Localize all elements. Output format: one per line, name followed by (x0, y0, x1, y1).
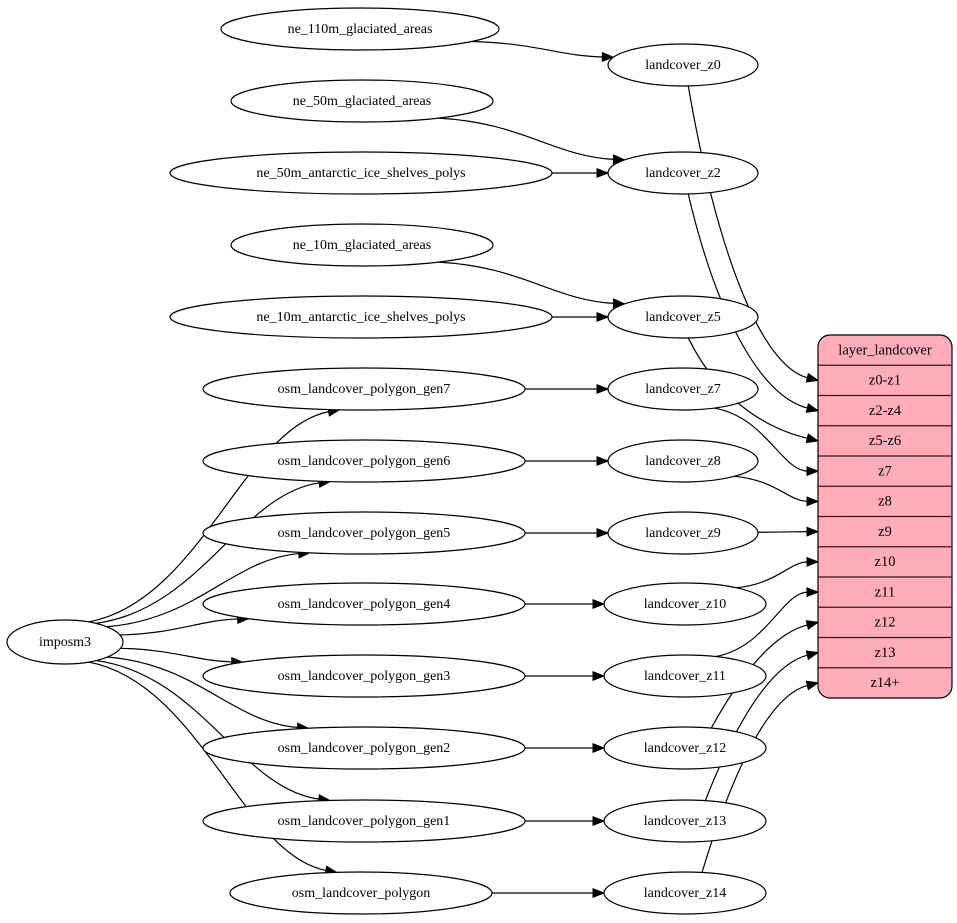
node-osm_landcover_polygon_gen7[interactable]: osm_landcover_polygon_gen7 (202, 367, 526, 411)
edge-landcover_z7-to-layer_landcover-z7 (714, 407, 820, 477)
osm-source-label: osm_landcover_polygon_gen4 (278, 597, 451, 612)
node-osm_landcover_polygon_gen6[interactable]: osm_landcover_polygon_gen6 (202, 439, 526, 483)
ne-source-label: ne_50m_glaciated_areas (293, 94, 431, 109)
node-imposm3[interactable]: imposm3 (6, 619, 124, 665)
table-row-label: z9 (878, 524, 892, 540)
landcover-zoom-label: landcover_z10 (644, 597, 726, 612)
table-row-label: z2-z4 (869, 403, 902, 419)
node-landcover_z0[interactable]: landcover_z0 (607, 43, 759, 87)
ne-source-label: ne_10m_antarctic_ice_shelves_polys (256, 310, 465, 325)
table-row-label: z13 (875, 645, 896, 661)
node-landcover_z12[interactable]: landcover_z12 (603, 726, 767, 770)
node-osm_landcover_polygon[interactable]: osm_landcover_polygon (229, 871, 493, 915)
node-osm_landcover_polygon_gen5[interactable]: osm_landcover_polygon_gen5 (202, 511, 526, 555)
edge-ne_10m_antarctic_ice_shelves_polys-to-landcover_z5 (552, 311, 610, 323)
ne-source-label: ne_10m_glaciated_areas (293, 238, 431, 253)
node-osm_landcover_polygon_gen1[interactable]: osm_landcover_polygon_gen1 (202, 799, 526, 843)
edge-landcover_z10-to-layer_landcover-z10 (736, 556, 820, 589)
node-landcover_z13[interactable]: landcover_z13 (603, 799, 767, 843)
edge-ne_110m_glaciated_areas-to-landcover_z0 (471, 40, 615, 62)
edge-osm_landcover_polygon_gen2-to-landcover_z12 (524, 742, 606, 754)
landcover-zoom-label: landcover_z2 (645, 166, 720, 181)
edge-osm_landcover_polygon_gen7-to-landcover_z7 (525, 383, 610, 395)
edge-osm_landcover_polygon-to-landcover_z14 (491, 887, 606, 899)
node-landcover_z7[interactable]: landcover_z7 (607, 367, 759, 411)
landcover-zoom-label: landcover_z7 (645, 382, 720, 397)
node-ne_10m_glaciated_areas[interactable]: ne_10m_glaciated_areas (230, 223, 494, 267)
table-node-layer-landcover[interactable]: layer_landcover z0-z1 z2-z4 z5-z6 z7 z8 z9 z10 z… (817, 334, 953, 699)
table-row-label: z8 (878, 494, 892, 510)
landcover-zoom-label: landcover_z14 (644, 886, 726, 901)
node-landcover_z9[interactable]: landcover_z9 (607, 511, 759, 555)
table-row-label: z7 (878, 463, 892, 479)
table-header-label: layer_landcover (838, 342, 932, 358)
osm-source-label: osm_landcover_polygon_gen1 (278, 814, 451, 829)
node-landcover_z14[interactable]: landcover_z14 (603, 871, 767, 915)
node-osm_landcover_polygon_gen4[interactable]: osm_landcover_polygon_gen4 (202, 582, 526, 626)
node-osm_landcover_polygon_gen2[interactable]: osm_landcover_polygon_gen2 (202, 726, 526, 770)
landcover-zoom-label: landcover_z11 (644, 669, 726, 684)
edge-osm_landcover_polygon_gen5-to-landcover_z9 (525, 527, 610, 539)
source-node-label: imposm3 (39, 635, 91, 650)
table-row-label: z10 (875, 554, 896, 570)
osm-source-label: osm_landcover_polygon (292, 886, 430, 901)
osm-source-label: osm_landcover_polygon_gen3 (278, 669, 451, 684)
edge-landcover_z9-to-layer_landcover-z9 (757, 526, 820, 537)
table-row-label: z12 (875, 615, 896, 631)
osm-source-label: osm_landcover_polygon_gen7 (278, 382, 451, 397)
edge-ne_50m_antarctic_ice_shelves_polys-to-landcover_z2 (552, 167, 610, 179)
osm-source-label: osm_landcover_polygon_gen2 (278, 741, 451, 756)
node-ne_110m_glaciated_areas[interactable]: ne_110m_glaciated_areas (220, 7, 500, 51)
edge-landcover_z11-to-layer_landcover-z11 (715, 587, 820, 658)
node-landcover_z2[interactable]: landcover_z2 (607, 151, 759, 195)
node-ne_50m_antarctic_ice_shelves_polys[interactable]: ne_50m_antarctic_ice_shelves_polys (169, 151, 553, 195)
edge-osm_landcover_polygon_gen3-to-landcover_z11 (524, 670, 606, 682)
osm-source-label: osm_landcover_polygon_gen5 (278, 526, 451, 541)
landcover-zoom-label: landcover_z5 (645, 310, 720, 325)
edge-osm_landcover_polygon_gen6-to-landcover_z8 (525, 455, 610, 467)
landcover-zoom-label: landcover_z0 (645, 58, 720, 73)
edge-landcover_z0-to-layer_landcover-z0-z1 (687, 85, 820, 383)
ne-source-label: ne_110m_glaciated_areas (288, 22, 433, 37)
edge-imposm3-to-osm_landcover_polygon_gen3 (120, 647, 245, 667)
table-node-layer: layer_landcover z0-z1 z2-z4 z5-z6 z7 z8 z9 z10 z… (817, 334, 953, 699)
node-ne_50m_glaciated_areas[interactable]: ne_50m_glaciated_areas (230, 79, 494, 123)
ne-source-label: ne_50m_antarctic_ice_shelves_polys (256, 166, 465, 181)
table-row-label: z0-z1 (869, 373, 901, 389)
table-row-label: z5-z6 (869, 433, 901, 449)
edge-imposm3-to-osm_landcover_polygon_gen4 (119, 613, 251, 636)
node-ne_10m_antarctic_ice_shelves_polys[interactable]: ne_10m_antarctic_ice_shelves_polys (169, 295, 553, 339)
edge-landcover_z5-to-layer_landcover-z5-z6 (687, 337, 820, 444)
landcover-zoom-label: landcover_z12 (644, 741, 726, 756)
edge-osm_landcover_polygon_gen1-to-landcover_z13 (525, 815, 606, 827)
node-landcover_z11[interactable]: landcover_z11 (603, 654, 767, 698)
edge-landcover_z8-to-layer_landcover-z8 (734, 475, 820, 507)
nodes-layer: imposm3 ne_110m_glaciated_areas ne_50m_gla… (6, 7, 767, 915)
edge-landcover_z2-to-layer_landcover-z2-z4 (687, 193, 820, 413)
landcover-zoom-label: landcover_z8 (645, 454, 720, 469)
osm-source-label: osm_landcover_polygon_gen6 (278, 454, 451, 469)
node-landcover_z8[interactable]: landcover_z8 (607, 439, 759, 483)
landcover-zoom-label: landcover_z13 (644, 814, 726, 829)
table-row-label: z11 (875, 584, 895, 600)
landcover-zoom-label: landcover_z9 (645, 526, 720, 541)
table-row-label: z14+ (870, 675, 899, 691)
node-landcover_z5[interactable]: landcover_z5 (607, 295, 759, 339)
node-osm_landcover_polygon_gen3[interactable]: osm_landcover_polygon_gen3 (202, 654, 526, 698)
node-landcover_z10[interactable]: landcover_z10 (603, 582, 767, 626)
edge-osm_landcover_polygon_gen4-to-landcover_z10 (525, 598, 606, 610)
